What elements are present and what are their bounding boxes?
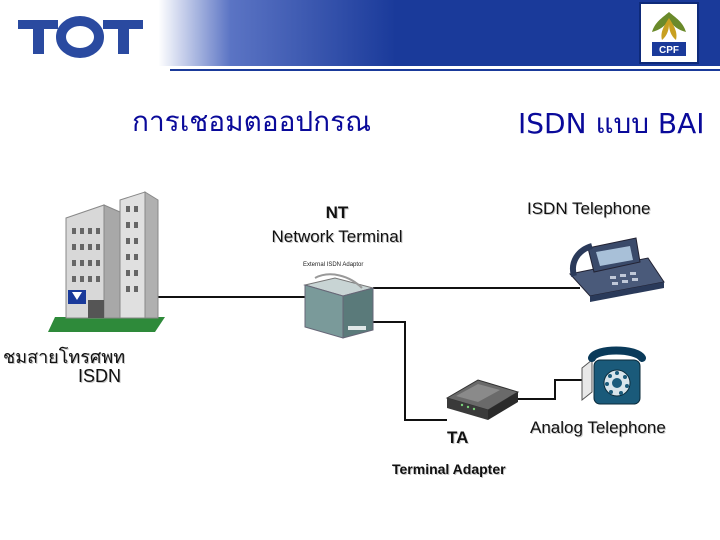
- line-nt-to-ta: [372, 321, 447, 421]
- header-band: CPF: [0, 0, 720, 80]
- nt-full-label: Network Terminal: [271, 227, 403, 246]
- slide-title-thai: การเชอมตออปกรณ: [132, 105, 372, 138]
- exchange-label-isdn: ISDN: [78, 366, 122, 386]
- header-graphic: CPF: [0, 0, 720, 72]
- analog-telephone-label: Analog Telephone: [530, 418, 666, 437]
- exchange-label-thai: ชมสายโทรศพท: [3, 347, 126, 368]
- isdn-telephone-icon: [569, 237, 665, 302]
- ta-full-label: Terminal Adapter: [392, 461, 506, 477]
- cpf-logo: CPF: [639, 2, 699, 64]
- line-ta-to-analog-phone: [516, 379, 590, 400]
- connection-lines: [150, 287, 590, 421]
- tot-logo: [18, 16, 143, 58]
- analog-telephone-icon: [581, 346, 646, 405]
- ta-device-icon: [445, 379, 520, 420]
- nt-device-icon: [303, 273, 375, 339]
- building-icon: [48, 191, 165, 332]
- isdn-telephone-label: ISDN Telephone: [527, 199, 651, 218]
- ta-label: TA: [447, 428, 469, 447]
- nt-device-caption: External ISDN Adaptor: [303, 262, 364, 268]
- slide-title-isdn: ISDN แบบ BAI: [518, 107, 705, 140]
- svg-text:CPF: CPF: [659, 45, 679, 56]
- nt-label: NT: [325, 203, 349, 222]
